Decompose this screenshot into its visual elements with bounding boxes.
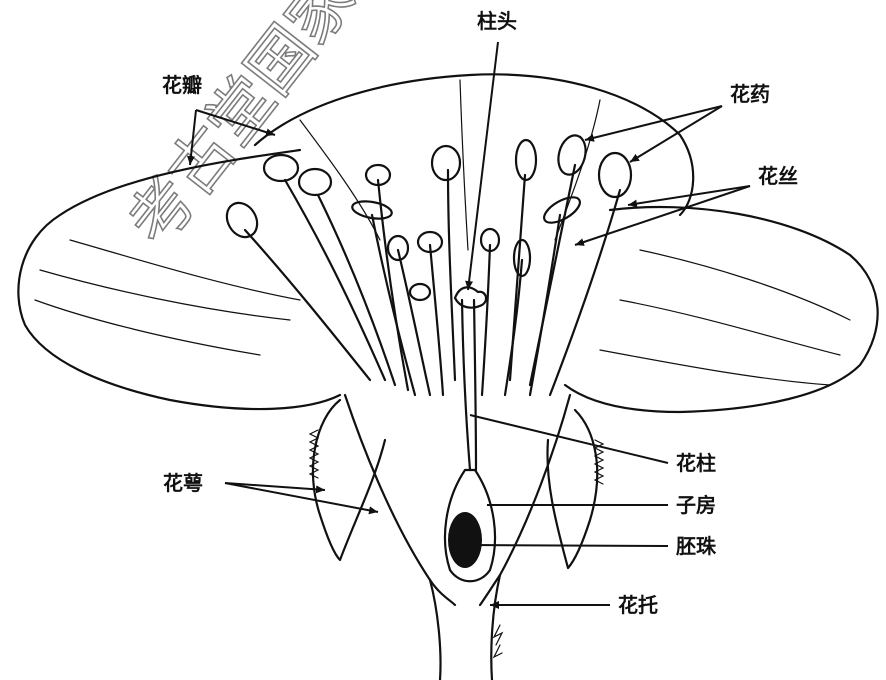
label-receptacle: 花托 [618,593,658,617]
label-anther: 花药 [730,82,770,106]
ovule [448,512,482,568]
sepal-right [547,410,597,568]
label-filament: 花丝 [758,164,798,188]
label-sepal: 花萼 [163,471,203,495]
label-ovule: 胚珠 [676,534,717,558]
receptacle-cup [345,395,570,605]
stigma [455,287,486,307]
label-petal: 花瓣 [162,73,202,97]
anthers [221,132,631,300]
sepal-left [313,400,385,560]
label-ovary: 子房 [676,493,716,517]
label-style: 花柱 [676,451,716,475]
label-stigma: 柱头 [477,9,517,33]
style [462,300,470,470]
petal-right [565,207,878,412]
